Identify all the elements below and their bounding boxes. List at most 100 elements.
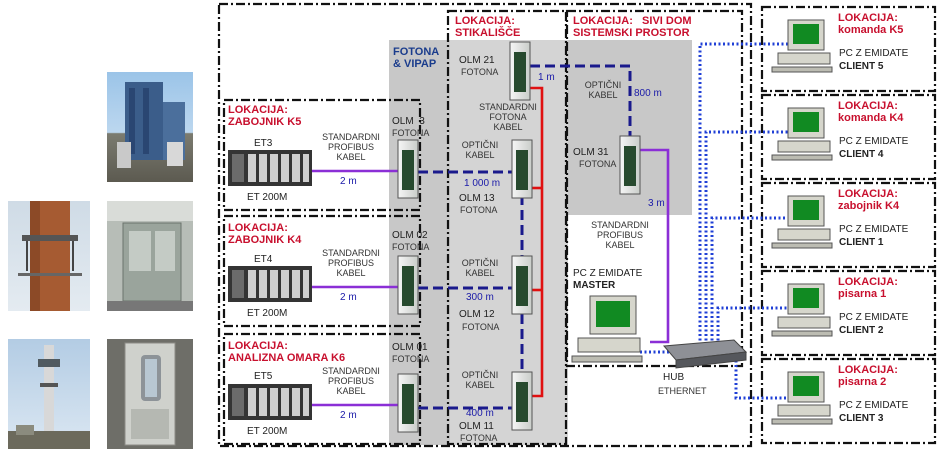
station-k6-olm: OLM 01 xyxy=(392,342,428,353)
stikalisce-location-line1: LOKACIJA: xyxy=(455,15,515,27)
box-zabojnik-k4 xyxy=(222,214,422,328)
station-k6-et: ET5 xyxy=(254,371,273,382)
red-cable-backbone xyxy=(530,86,544,398)
profibus-cable-olm31-master xyxy=(640,148,670,344)
olm-12-module xyxy=(511,255,533,315)
client-pc-icon xyxy=(771,283,833,337)
olm13-fotona: FOTONA xyxy=(460,205,498,215)
station-k6-location-line2: ANALIZNA OMARA K6 xyxy=(228,352,346,364)
olm13-fiber-label: OPTIČNI KABEL xyxy=(461,140,499,160)
olm-01-module xyxy=(397,373,419,433)
client5-location-line2: komanda K5 xyxy=(838,24,904,36)
olm21-fotona: FOTONA xyxy=(461,67,499,77)
stikalisce-location-line2: STIKALIŠČE xyxy=(455,27,521,39)
station-k5-location-line2: ZABOJNIK K5 xyxy=(228,116,302,128)
client3-pc: PC Z EMIDATE xyxy=(839,400,909,411)
station-k4-fotona: FOTONA xyxy=(392,242,430,252)
olm21-label: OLM 21 xyxy=(459,55,495,66)
box-client-3 xyxy=(760,357,937,445)
ethernet-client2 xyxy=(716,306,806,345)
factory-photo-icon xyxy=(117,82,185,168)
olm-3-module xyxy=(397,139,419,199)
ethernet-client4 xyxy=(704,130,806,345)
olm-02-module xyxy=(397,255,419,315)
client-pc-icon xyxy=(771,19,833,73)
olm12-fiber-label: OPTIČNI KABEL xyxy=(461,258,499,278)
hub-ethernet-icon xyxy=(662,339,748,369)
stikalisce-area xyxy=(450,40,568,445)
station-k4-et: ET4 xyxy=(254,254,273,265)
outer-frame xyxy=(217,2,753,448)
client2-name: CLIENT 2 xyxy=(839,325,884,336)
olm11-label: OLM 11 xyxy=(459,421,494,432)
olm31-fiber-label: OPTIČNI KABEL xyxy=(584,80,622,100)
photo-analyzer-cabinet xyxy=(107,339,193,449)
station-k4-distance: 2 m xyxy=(340,292,357,303)
client3-location-line2: pisarna 2 xyxy=(838,376,887,388)
client-pc-icon xyxy=(771,107,833,161)
olm-13-module xyxy=(511,139,533,199)
station-k5-distance: 2 m xyxy=(340,176,357,187)
tower-photo-icon xyxy=(8,345,90,449)
fotona-vipap-label: FOTONA & VIPAP xyxy=(393,46,440,70)
station-k5-cable: STANDARDNI PROFIBUS KABEL xyxy=(322,132,380,162)
box-stikalisce xyxy=(446,9,568,446)
client2-pc: PC Z EMIDATE xyxy=(839,312,909,323)
station-k6-distance: 2 m xyxy=(340,410,357,421)
olm12-fotona: FOTONA xyxy=(462,322,500,332)
box-client-1 xyxy=(760,181,937,269)
olm31-distance-top: 800 m xyxy=(634,88,662,99)
station-k6-location-line1: LOKACIJA: xyxy=(228,340,288,352)
olm11-fotona: FOTONA xyxy=(460,433,498,443)
plc-rack-et4 xyxy=(228,266,312,302)
hub-label: HUB xyxy=(663,372,685,383)
photo-stack-tower xyxy=(8,339,90,449)
client-pc-icon xyxy=(771,371,833,425)
station-k5-olm: OLM 3 xyxy=(392,116,425,127)
box-client-5 xyxy=(760,5,937,93)
station-k5-fotona: FOTONA xyxy=(392,128,430,138)
ethernet-client1 xyxy=(710,216,806,345)
box-analizna-omara xyxy=(222,332,422,446)
master-pc-icon xyxy=(571,295,643,363)
client4-location-line1: LOKACIJA: xyxy=(838,100,898,112)
client3-name: CLIENT 3 xyxy=(839,413,884,424)
client1-location-line1: LOKACIJA: xyxy=(838,188,898,200)
cabinet-photo-icon xyxy=(107,201,193,311)
olm31-label: OLM 31 xyxy=(573,147,609,158)
client-pc-icon xyxy=(771,195,833,249)
olm21-distance: 1 m xyxy=(538,72,555,83)
photo-electrical-cabinet xyxy=(107,201,193,311)
olm31-fotona: FOTONA xyxy=(579,159,617,169)
olm-21-module xyxy=(509,41,531,101)
photo-industrial-plant xyxy=(107,72,193,182)
client4-name: CLIENT 4 xyxy=(839,149,884,160)
client4-pc: PC Z EMIDATE xyxy=(839,136,909,147)
box-client-2 xyxy=(760,269,937,357)
station-k6-cable: STANDARDNI PROFIBUS KABEL xyxy=(322,366,380,396)
client1-name: CLIENT 1 xyxy=(839,237,884,248)
fiber-olm21-olm31 xyxy=(530,64,632,136)
station-k4-location-line2: ZABOJNIK K4 xyxy=(228,234,302,246)
olm12-label: OLM 12 xyxy=(459,309,495,320)
analyzer-photo-icon xyxy=(124,342,176,446)
box-sivi-dom xyxy=(565,9,744,368)
client2-location-line1: LOKACIJA: xyxy=(838,276,898,288)
photo-chimney xyxy=(8,201,90,311)
station-k5-et: ET3 xyxy=(254,138,273,149)
chimney-photo-icon xyxy=(18,201,82,311)
box-zabojnik-k5 xyxy=(222,98,422,212)
olm31-distance-bottom: 3 m xyxy=(648,198,665,209)
box-client-4 xyxy=(760,93,937,181)
olm-11-module xyxy=(511,371,533,431)
client5-name: CLIENT 5 xyxy=(839,61,884,72)
client2-location-line2: pisarna 1 xyxy=(838,288,887,300)
olm-31-module xyxy=(619,135,641,195)
station-k4-olm: OLM 02 xyxy=(392,230,428,241)
plc-rack-et3 xyxy=(228,150,312,186)
olm13-label: OLM 13 xyxy=(459,193,495,204)
sivi-dom-location-line2: SISTEMSKI PROSTOR xyxy=(573,27,690,39)
sivi-dom-location-line1: LOKACIJA: SIVI DOM xyxy=(573,15,692,27)
plc-rack-et5 xyxy=(228,384,312,420)
